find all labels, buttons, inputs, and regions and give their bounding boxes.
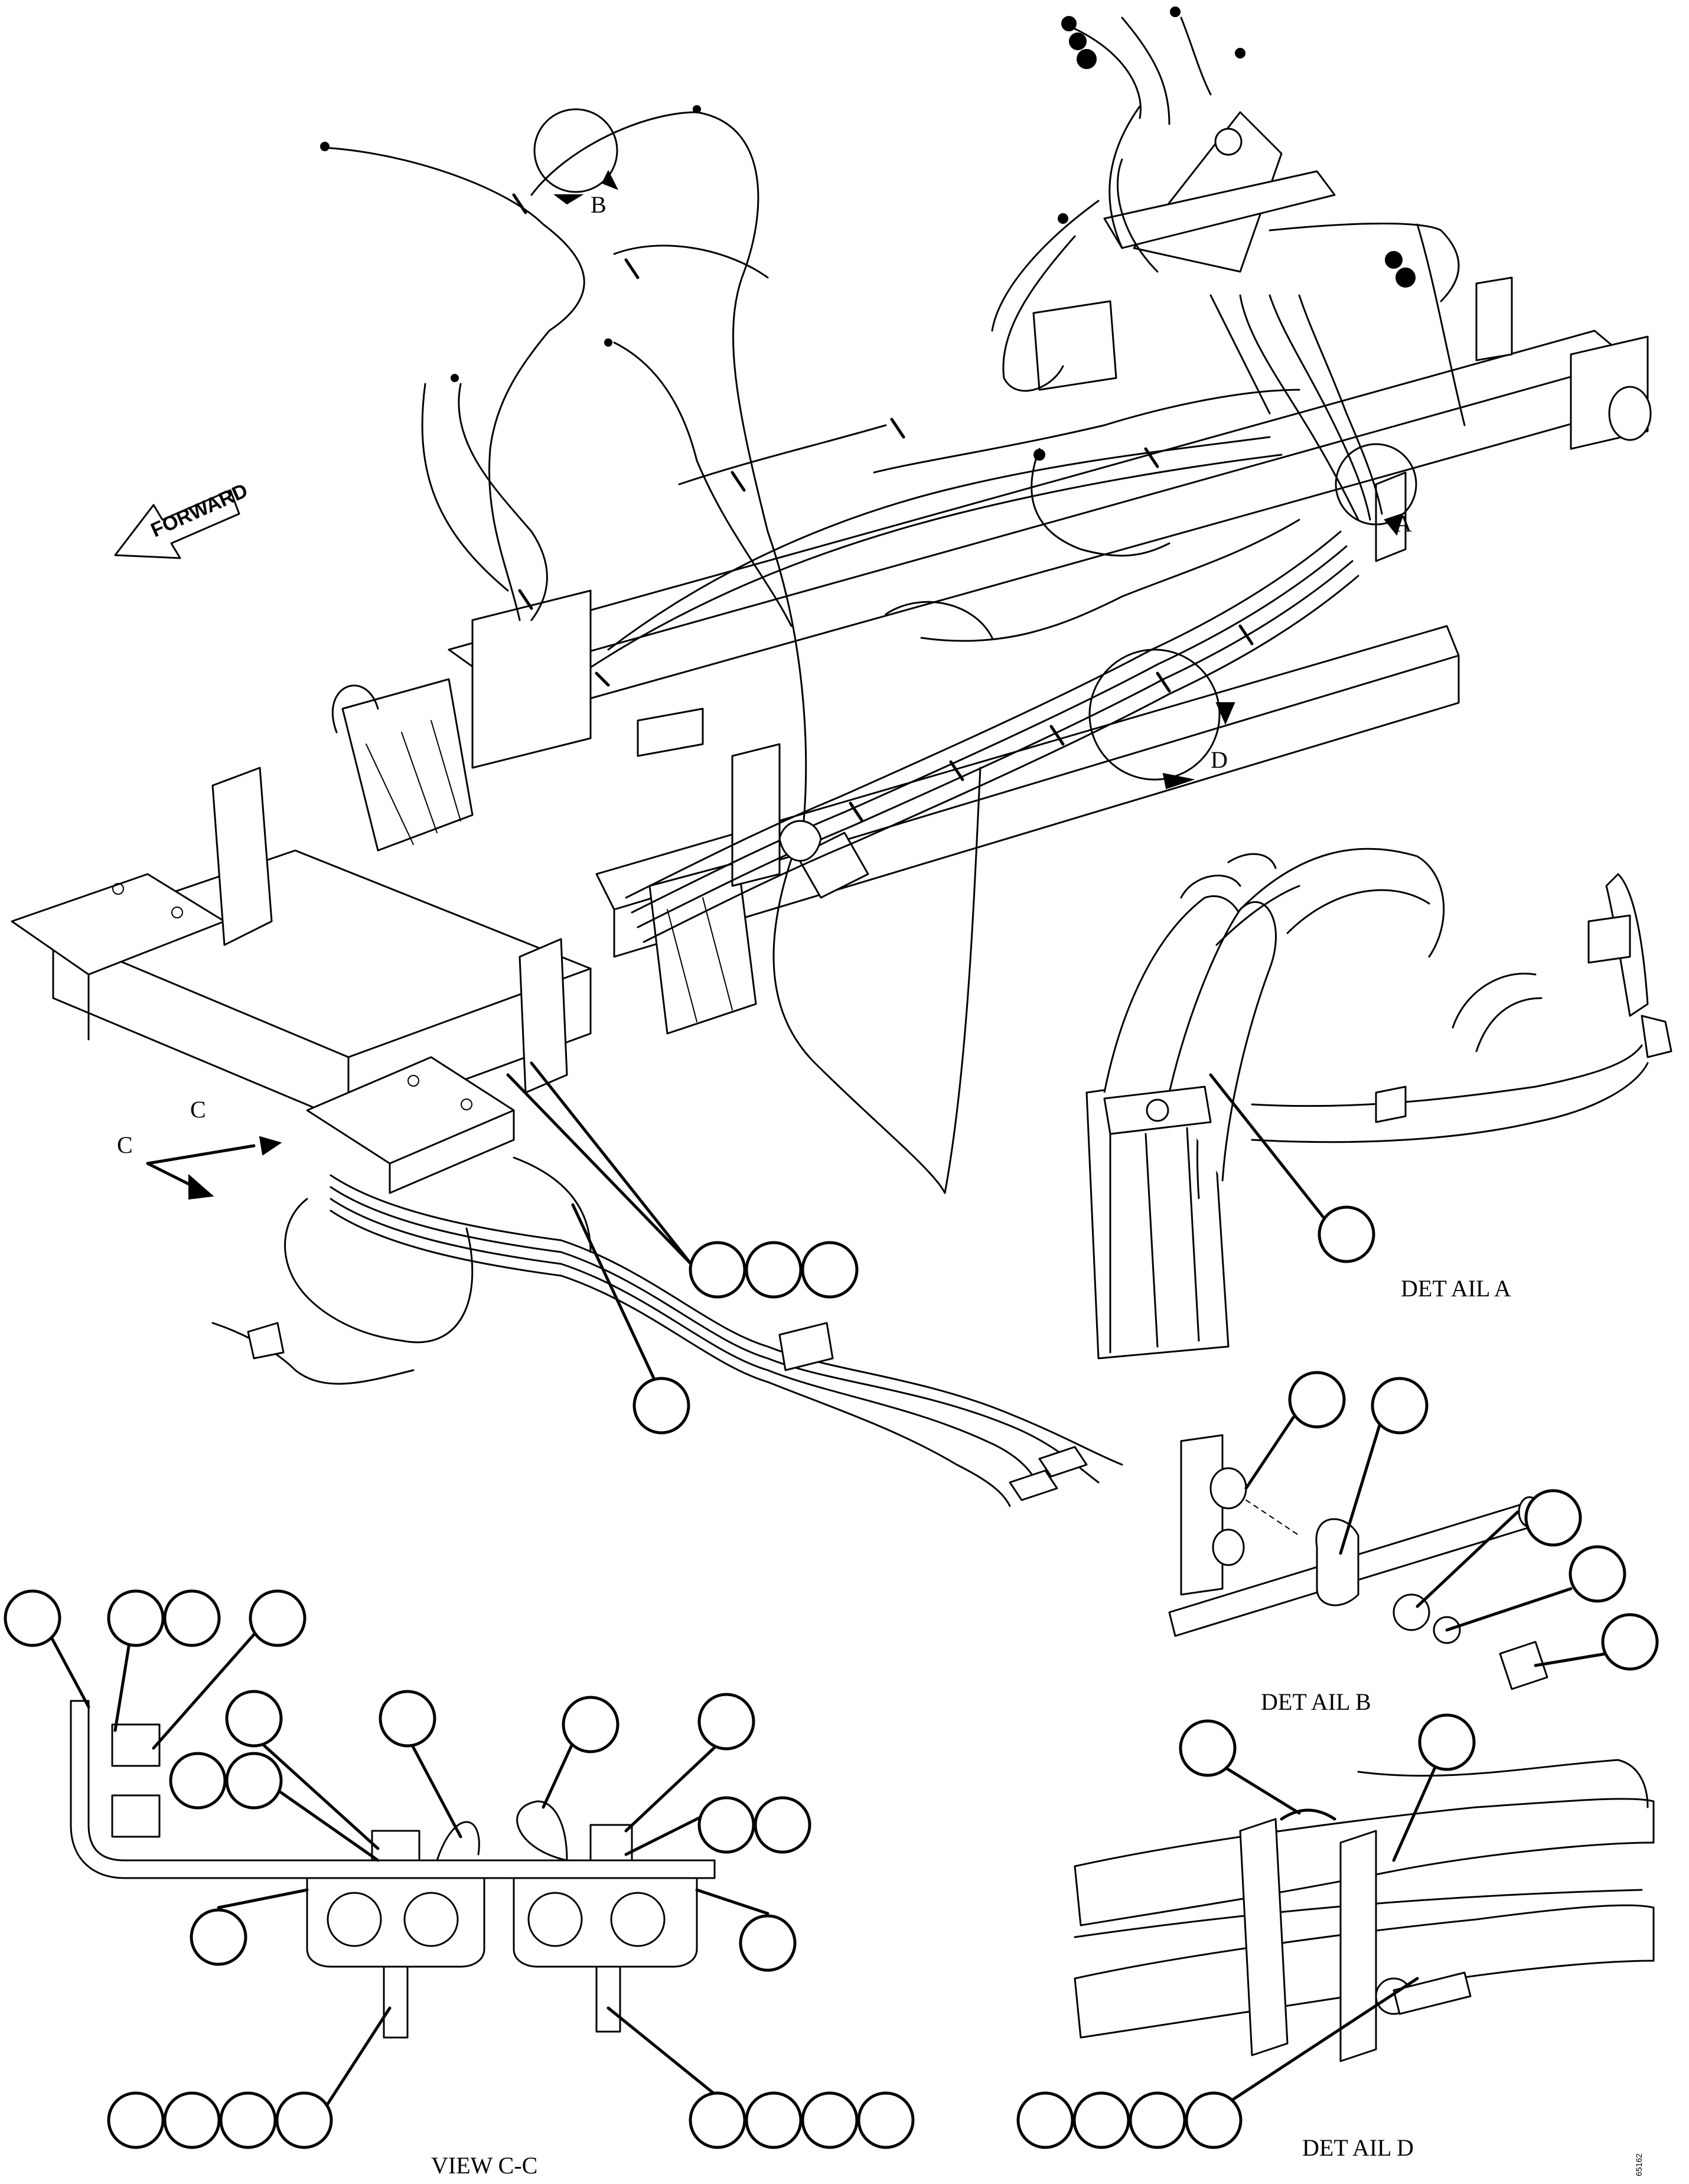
- callout-bubble: [1371, 1377, 1429, 1435]
- detail-b-label: DET AIL B: [1261, 1688, 1371, 1715]
- callout-bubble: [225, 1752, 283, 1810]
- callout-bubble: [190, 1908, 247, 1966]
- detail-b-marker: B: [533, 108, 619, 218]
- callout-bubble: [801, 2091, 859, 2149]
- detail-d-marker: D: [1088, 648, 1235, 790]
- callout-bubble: [163, 1589, 221, 1647]
- callout-bubble: [1524, 1489, 1582, 1547]
- view-cc-label: VIEW C-C: [431, 2152, 537, 2179]
- detail-d-label: DET AIL D: [1302, 2134, 1414, 2161]
- callout-bubble: [1129, 2091, 1186, 2149]
- detail-a-label: DET AIL A: [1401, 1275, 1511, 1302]
- callout-bubble: [1418, 1713, 1476, 1771]
- callout-bubble: [697, 1796, 755, 1854]
- main-frame: [11, 111, 1652, 1194]
- callout-bubble: [632, 1377, 690, 1435]
- marker-b: B: [591, 191, 607, 218]
- view-cc-section-arrows: C C: [117, 1096, 282, 1200]
- callout-bubble: [379, 1690, 436, 1748]
- callout-bubble: [689, 1241, 746, 1299]
- marker-d: D: [1211, 747, 1228, 773]
- detail-d: DET AIL D: [1016, 1713, 1655, 2161]
- callout-bubble: [107, 1589, 165, 1647]
- main-callouts: [506, 1061, 859, 1435]
- callout-bubble: [249, 1589, 307, 1647]
- callout-bubble: [745, 2091, 803, 2149]
- callout-bubble: [1569, 1545, 1626, 1603]
- detail-a: DET AIL A: [1085, 847, 1672, 1360]
- callout-bubble: [562, 1696, 619, 1753]
- callout-bubble: [163, 2091, 221, 2149]
- marker-c-upper: C: [190, 1096, 206, 1123]
- callout-bubble: [169, 1752, 227, 1810]
- callout-bubble: [1288, 1371, 1346, 1429]
- detail-b: DET AIL B: [1168, 1371, 1659, 1715]
- wire-harness: [211, 6, 1513, 1507]
- callout-bubble: [1072, 2091, 1130, 2149]
- marker-c-lower: C: [117, 1132, 133, 1158]
- view-cc: VIEW C-C: [4, 1589, 915, 2179]
- callout-bubble: [697, 1693, 755, 1751]
- callout-bubble: [689, 2091, 746, 2149]
- callout-bubble: [857, 2091, 915, 2149]
- callout-bubble: [739, 1914, 797, 1972]
- view-cc-callouts: [4, 1589, 915, 2149]
- callout-bubble: [107, 2091, 165, 2149]
- callout-bubble: [754, 1796, 811, 1854]
- detail-a-marker: A: [1335, 443, 1417, 537]
- detail-a-callout: [1318, 1205, 1375, 1263]
- forward-arrow-icon: FORWARD: [114, 479, 251, 559]
- drawing-number: 65162: [1634, 2153, 1644, 2176]
- callout-bubble: [1179, 1719, 1237, 1777]
- callout-bubble: [219, 2091, 277, 2149]
- callout-bubble: [4, 1589, 61, 1647]
- callout-bubble: [225, 1690, 283, 1748]
- marker-a: A: [1395, 510, 1412, 537]
- callout-bubble: [1016, 2091, 1074, 2149]
- callout-bubble: [1601, 1613, 1659, 1671]
- callout-bubble: [801, 1241, 859, 1299]
- callout-bubble: [275, 2091, 333, 2149]
- callout-bubble: [745, 1241, 803, 1299]
- callout-bubble: [1185, 2091, 1243, 2149]
